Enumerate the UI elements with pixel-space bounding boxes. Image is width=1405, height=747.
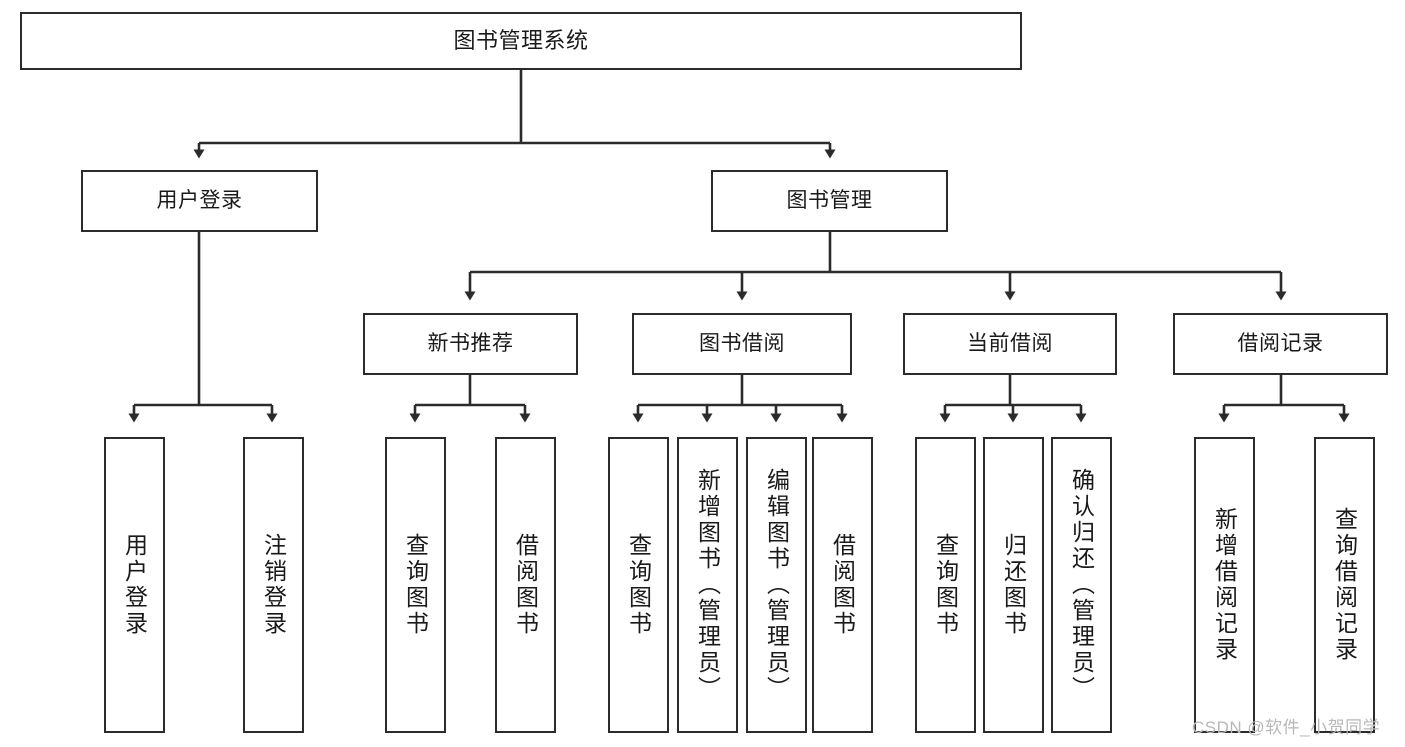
node-leaf-book-borrow-query[interactable]: 查询图书: [608, 437, 669, 733]
node-leaf-current-borrow-confirm-return[interactable]: 确认归还（管理员）: [1051, 437, 1112, 733]
node-borrow-record[interactable]: 借阅记录: [1173, 313, 1388, 375]
node-leaf-book-borrow-borrow[interactable]: 借阅图书: [812, 437, 873, 733]
node-label: 新增图书（管理员）: [694, 468, 721, 702]
node-new-book-recommend[interactable]: 新书推荐: [363, 313, 578, 375]
node-label: 查询借阅记录: [1331, 507, 1358, 663]
node-label: 图书管理系统: [453, 28, 589, 54]
node-label: 查询图书: [402, 533, 429, 637]
watermark-csdn: CSDN @软件_小贺同学: [1192, 718, 1381, 737]
node-leaf-user-login-signout[interactable]: 注销登录: [243, 437, 304, 733]
node-label: 归还图书: [1000, 533, 1027, 637]
node-label: 当前借阅: [967, 331, 1053, 355]
node-leaf-new-book-borrow[interactable]: 借阅图书: [495, 437, 556, 733]
node-book-management[interactable]: 图书管理: [711, 170, 948, 232]
node-label: 查询图书: [932, 533, 959, 637]
node-user-login[interactable]: 用户登录: [81, 170, 318, 232]
node-label: 编辑图书（管理员）: [763, 468, 790, 702]
node-label: 查询图书: [625, 533, 652, 637]
node-leaf-borrow-record-query[interactable]: 查询借阅记录: [1314, 437, 1375, 733]
node-label: 借阅图书: [829, 533, 856, 637]
node-leaf-book-borrow-edit[interactable]: 编辑图书（管理员）: [746, 437, 807, 733]
node-leaf-user-login-signin[interactable]: 用户登录: [104, 437, 165, 733]
node-leaf-current-borrow-query[interactable]: 查询图书: [915, 437, 976, 733]
node-label: 图书管理: [786, 188, 873, 212]
node-book-borrow[interactable]: 图书借阅: [632, 313, 852, 375]
node-leaf-current-borrow-return[interactable]: 归还图书: [983, 437, 1044, 733]
node-label: 用户登录: [156, 188, 243, 212]
node-label: 借阅图书: [512, 533, 539, 637]
node-root-book-management-system[interactable]: 图书管理系统: [20, 12, 1022, 70]
node-leaf-book-borrow-add[interactable]: 新增图书（管理员）: [677, 437, 738, 733]
node-label: 新增借阅记录: [1211, 507, 1238, 663]
node-label: 借阅记录: [1237, 331, 1324, 355]
node-leaf-borrow-record-add[interactable]: 新增借阅记录: [1194, 437, 1255, 733]
node-label: 用户登录: [121, 533, 148, 637]
node-label: 新书推荐: [427, 331, 514, 355]
node-label: 确认归还（管理员）: [1068, 468, 1095, 702]
node-current-borrow[interactable]: 当前借阅: [903, 313, 1117, 375]
node-leaf-new-book-query[interactable]: 查询图书: [385, 437, 446, 733]
node-label: 注销登录: [260, 533, 287, 637]
node-label: 图书借阅: [699, 331, 785, 355]
